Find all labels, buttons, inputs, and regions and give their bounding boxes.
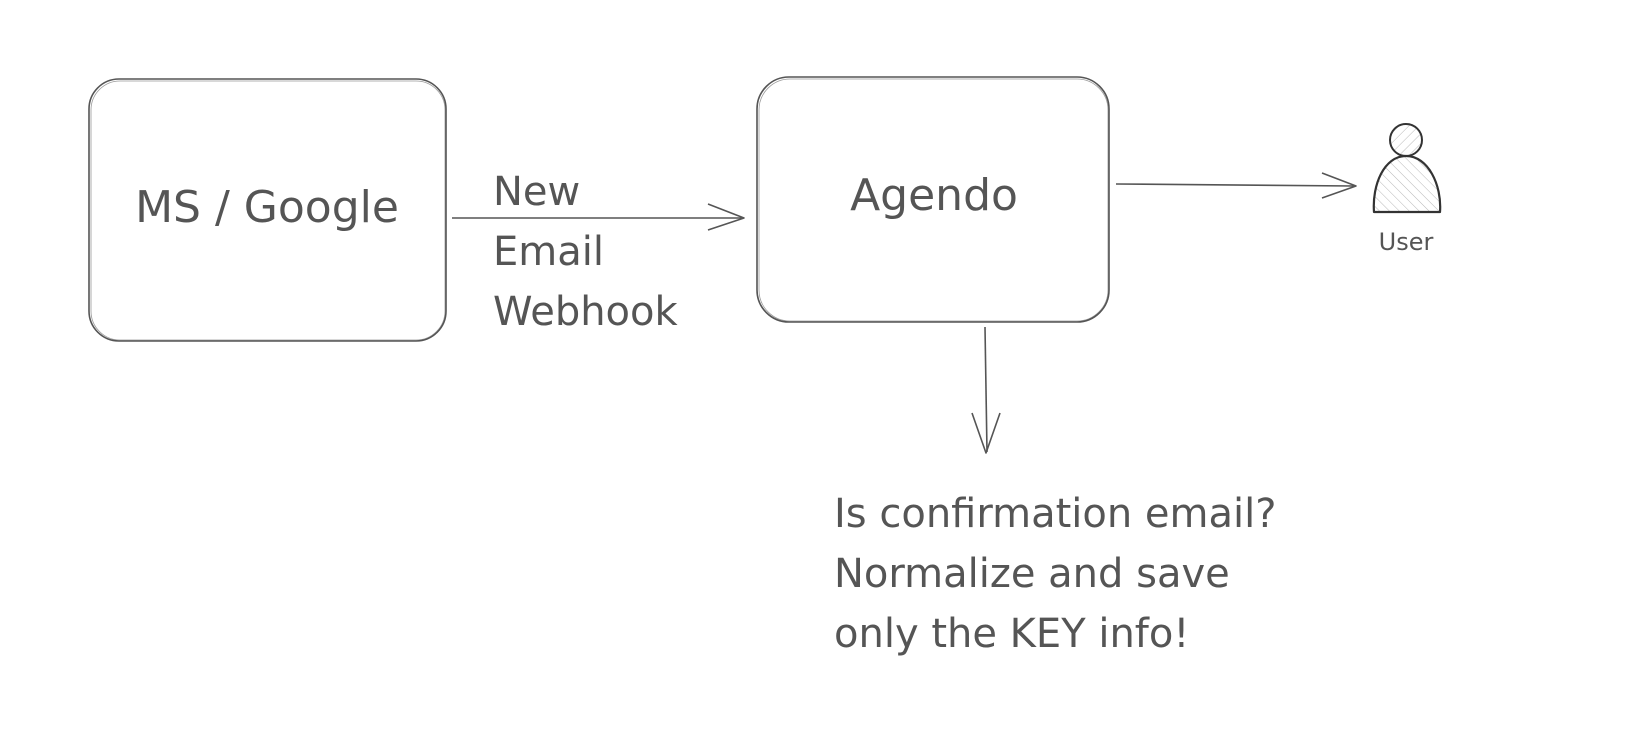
note-line-1: Is confirmation email? [834, 491, 1276, 537]
note-line-3: only the KEY info! [834, 611, 1189, 657]
webhook-label: New Email Webhook [493, 169, 679, 335]
note-arrow [971, 326, 1001, 454]
user-head-icon [1389, 123, 1423, 157]
user-label: User [1379, 228, 1434, 256]
user-body-icon [1372, 154, 1442, 214]
app-box [756, 76, 1110, 323]
webhook-label-line-1: New [493, 169, 580, 215]
webhook-arrow [452, 203, 745, 231]
user-actor: User [1372, 123, 1442, 256]
webhook-label-line-3: Webhook [493, 289, 679, 335]
app-node: Agendo [756, 76, 1110, 323]
source-box-sketch-stroke [90, 80, 446, 341]
source-box [88, 78, 447, 342]
app-label: Agendo [850, 170, 1018, 221]
source-label: MS / Google [135, 182, 399, 233]
source-node: MS / Google [88, 78, 447, 342]
app-box-sketch-stroke [758, 78, 1109, 322]
note-line-2: Normalize and save [834, 551, 1230, 597]
webhook-label-line-2: Email [493, 229, 604, 275]
note-text: Is confirmation email? Normalize and sav… [834, 491, 1289, 657]
user-arrow [1115, 172, 1357, 199]
